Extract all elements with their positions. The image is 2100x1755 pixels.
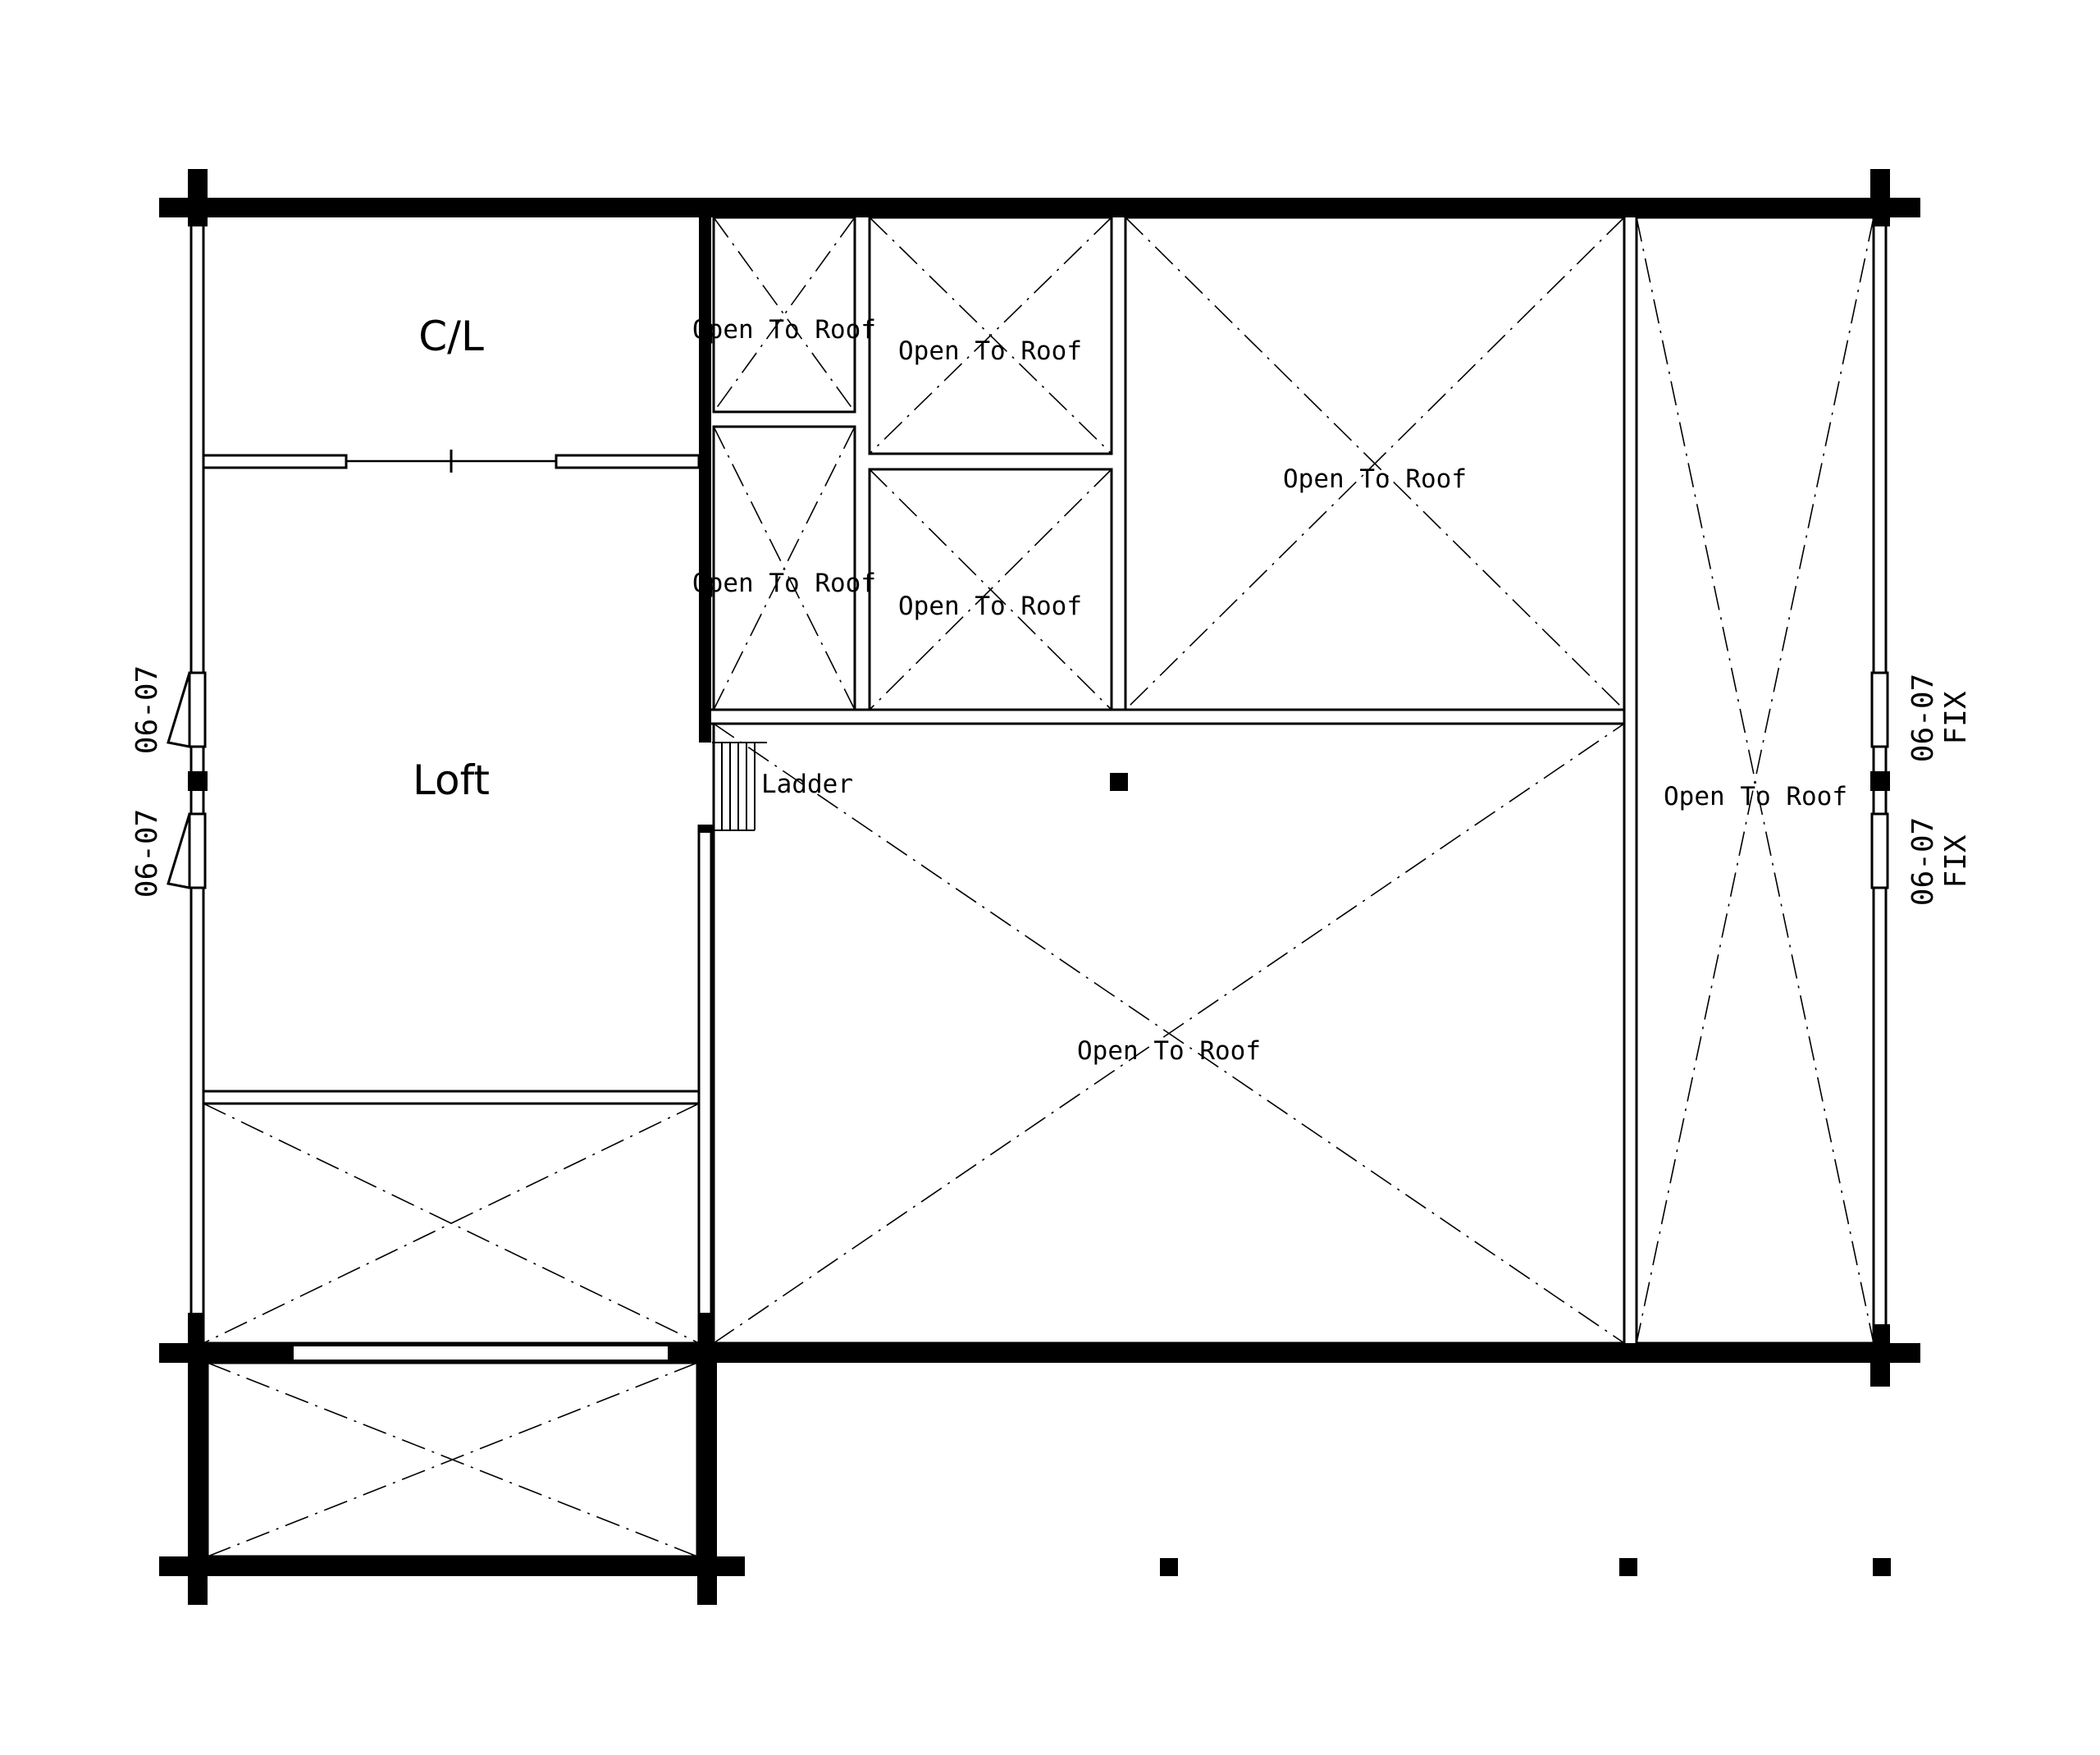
otr-label-6: Open To Roof (1077, 1036, 1261, 1066)
porch-bottom-wall (159, 1556, 745, 1576)
otr-label-1: Open To Roof (692, 315, 876, 345)
otr-label-3: Open To Roof (898, 336, 1082, 366)
central-bearing-wall (699, 217, 711, 833)
window-tag-left-top: 06-07 (130, 665, 164, 754)
header-block-left (208, 1346, 293, 1360)
otr-label-5: Open To Roof (1283, 464, 1467, 494)
top-wall (159, 198, 1920, 217)
ladder-label: Ladder (761, 770, 853, 799)
ladder-symbol (712, 742, 767, 831)
header-block-right (669, 1346, 701, 1360)
interior-post (1110, 773, 1128, 791)
otr-label-4: Open To Roof (898, 592, 1082, 621)
window-tag-left-bottom: 06-07 (130, 809, 164, 898)
otr-label-2: Open To Roof (692, 569, 876, 598)
window-type-right-bottom: FIX (1939, 834, 1973, 888)
deck-post-3 (1873, 1558, 1891, 1576)
open-to-roof-diagonals (203, 217, 1874, 1557)
deck-post-2 (1619, 1558, 1637, 1576)
porch-left-post (188, 1313, 208, 1605)
top-left-corner-post (188, 169, 208, 226)
left-windows (167, 671, 208, 889)
right-windows (1870, 671, 1890, 889)
labels: C/L Loft Ladder Open To Roof Open To Roo… (130, 313, 1973, 1066)
window-type-right-top: FIX (1939, 691, 1973, 744)
support-posts (1110, 773, 1891, 1576)
porch-right-post (697, 1313, 717, 1605)
loft-label: Loft (413, 756, 490, 804)
closet-label: C/L (418, 313, 484, 360)
otr-label-7: Open To Roof (1664, 782, 1847, 811)
window-tag-right-bottom: 06-07 (1906, 817, 1940, 906)
deck-post-1 (1160, 1558, 1178, 1576)
window-tag-right-top: 06-07 (1906, 674, 1940, 762)
